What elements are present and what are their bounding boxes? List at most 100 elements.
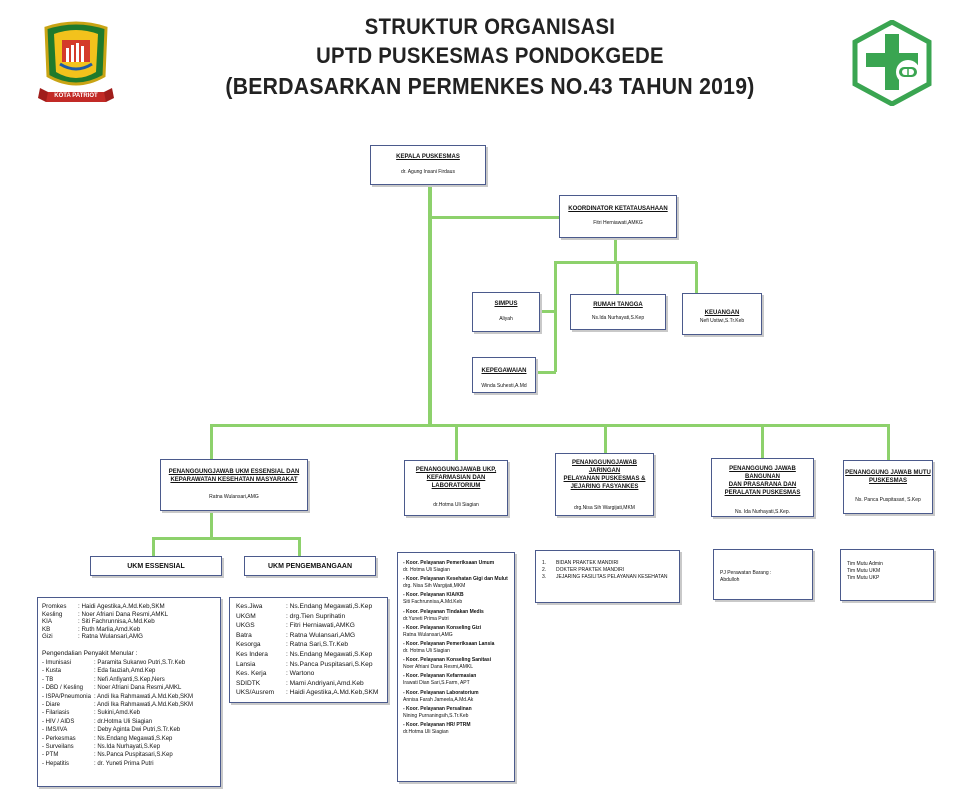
item-label: - Perkesmas — [42, 735, 76, 742]
list-item: - ISPA/Pneumonia: Andi Ika Rahmawati,A.M… — [42, 693, 216, 701]
box-name: Aliyah — [499, 316, 513, 322]
ukp-coordinator-title: - Koor. Pelayanan Laboratorium — [403, 689, 479, 696]
item-value: : dr.Hotma Uli Siagian — [94, 718, 153, 725]
item-value: : Ns.Endang Megawati,S.Kep — [286, 603, 373, 610]
p2m-title: Pengendalian Penyakit Menular : — [42, 649, 138, 657]
item-label: - Kusta — [42, 668, 62, 675]
item-number: 3. — [542, 574, 547, 580]
ukp-coordinator-title: - Koor. Pelayanan HR/ PTRM — [403, 721, 471, 728]
list-item: - Perkesmas: Ns.Endang Megawati,S.Kep — [42, 735, 216, 743]
item-value: : Mami Andriyani,Amd.Keb — [286, 679, 364, 687]
box-pj-ukm-essensial: PENANGGUNGJAWAB UKM ESSENSIAL DAN KEPARA… — [160, 459, 308, 511]
ukp-coordinator-name: Siti Fachrunnisa,A.Md.Keb — [403, 599, 463, 606]
item-value: : Ns.Panca Puspitasari,S.Kep — [94, 752, 173, 759]
list-item: UKS/Ausrem : Haidi Agestika,A.Md.Keb,SKM — [236, 688, 381, 698]
box-name: dr. Agung Insani Firdaus — [401, 169, 455, 175]
title-line-2: UPTD PUSKESMAS PONDOKGEDE — [316, 43, 664, 68]
list-item: Kes.Jiwa: Ns.Endang Megawati,S.Kep — [236, 602, 381, 612]
connector-line — [604, 424, 607, 454]
item-label: Batra — [236, 631, 252, 639]
list-item: - Kusta: Eda fauziah,Amd.Kep — [42, 667, 216, 675]
item-label: UKS/Ausrem — [236, 689, 275, 697]
item-label: Kes Indera — [236, 650, 268, 658]
connector-line — [887, 424, 890, 460]
list-item: Lansia: Ns.Panca Puspitasari,S.Kep — [236, 660, 381, 670]
item-label: - DBD / Kesling — [42, 685, 84, 692]
item-label: - HIV / AIDS — [42, 718, 75, 725]
item-text: BIDAN PRAKTEK MANDIRI — [556, 560, 619, 566]
item-value: : dr. Yuneti Prima Putri — [94, 760, 154, 767]
item-value: : drg.Tien Suprihatin — [286, 612, 346, 620]
connector-line — [455, 424, 458, 460]
connector-line — [540, 310, 556, 313]
item-label: - Imunisasi — [42, 659, 72, 666]
list-item: - Surveilans: Ns.Ida Nurhayati,S.Kep — [42, 743, 216, 751]
box-title-2: PUSKESMAS — [868, 478, 907, 484]
box-title-1: PENANGGUNGJAWAB UKP, — [415, 467, 497, 473]
list-item: Tim Mutu UKM — [847, 568, 881, 574]
ukp-coordinator-name: drg. Nisa Sih Wargijati,MKM — [403, 583, 466, 590]
item-label: KB — [42, 625, 51, 633]
list-item: Kes. Kerja: Wartono — [236, 669, 381, 679]
box-ukm-pengembangan-header: UKM PENGEMBANGAAN — [244, 556, 376, 576]
ukp-coordinator-title: - Koor. Pelayanan Tindakan Medis — [403, 608, 484, 615]
bangunan-line-2: Abdulloh — [720, 577, 740, 583]
list-item: - Diare: Andi Ika Rahmawati,A.Md.Keb,SKM — [42, 701, 216, 709]
list-item: 2.DOKTER PRAKTEK MANDIRI — [542, 567, 673, 574]
item-value: : Noer Afriani Dana Resmi,AMKL — [94, 685, 182, 692]
box-title-1: PENANGGUNGJAWAB JARINGAN — [571, 460, 637, 474]
connector-line — [152, 537, 300, 540]
list-item: Batra: Ratna Wulansari,AMG — [236, 631, 381, 641]
ukp-coordinator-title: - Koor. Pelayanan Konseling Gizi — [403, 624, 482, 631]
list-item: Gizi: Ratna Wulansari,AMG — [42, 633, 216, 641]
item-value: : Haidi Agestika,A.Md.Keb,SKM — [286, 689, 379, 697]
box-keuangan: KEUANGAN Nefi Ustiwi,S.Tr.Keb — [682, 293, 762, 335]
box-kepegawaian: KEPEGAWAIAN Winda Suhesti,A.Md — [472, 357, 536, 393]
box-name: Winda Suhesti,A.Md — [481, 383, 527, 389]
box-pj-ukp: PENANGGUNGJAWAB UKP, KEFARMASIAN DAN LAB… — [404, 460, 508, 516]
ukp-coordinator-title: - Koor. Pelayanan Pemeriksaan Lansia — [403, 640, 495, 647]
list-item: - HIV / AIDS : dr.Hotma Uli Siagian — [42, 718, 216, 726]
list-item: - DBD / Kesling : Noer Afriani Dana Resmi… — [42, 684, 216, 692]
box-title: SIMPUS — [494, 301, 518, 307]
item-value: : Andi Ika Rahmawati,A.Md.Keb,SKM — [94, 693, 194, 700]
list-item: KIA: Siti Fachrunnisa,A.Md.Keb — [42, 618, 216, 626]
box-name: Ns.Ida Nurhayati,S.Kep — [591, 315, 645, 321]
box-title-3: JEJARING FASYANKES — [570, 484, 639, 490]
list-item: UKGS: Fitri Herniawati,AMKG — [236, 621, 381, 631]
connector-line — [428, 216, 560, 219]
item-value: : Fitri Herniawati,AMKG — [286, 622, 355, 630]
item-value: : Ns.Endang Megawati,S.Kep — [286, 650, 373, 658]
item-label: - IMS/IVA — [42, 727, 68, 734]
connector-line — [536, 371, 556, 374]
item-label: - Surveilans — [42, 744, 74, 751]
item-text: DOKTER PRAKTEK MANDIRI — [556, 567, 625, 573]
item-text: JEJARING FASILITAS PELAYANAN KESEHATAN — [556, 574, 668, 580]
title-line-1: STRUKTUR ORGANISASI — [364, 14, 616, 39]
connector-line — [695, 262, 698, 294]
box-title-2: KEFARMASIAN DAN — [426, 475, 486, 481]
item-label: - Diare — [42, 702, 61, 708]
list-item: - IMS/IVA: Deby Aginta Dwi Putri,S.Tr.Ke… — [42, 726, 216, 734]
box-title-2: DAN PRASARANA DAN — [728, 482, 797, 488]
connector-line — [428, 184, 432, 426]
item-value: : Sukini,Amd.Keb — [94, 710, 141, 717]
item-value: : Wartono — [286, 670, 315, 678]
item-label: - Filariasis — [42, 710, 70, 717]
item-value: : Ratna Wulansari,AMG — [78, 633, 143, 641]
list-item: UKGM: drg.Tien Suprihatin — [236, 612, 381, 622]
item-value: : Noer Afriani Dana Resmi,AMKL — [78, 610, 169, 618]
box-title-1: PENANGGUNG JAWAB BANGUNAN — [729, 466, 796, 480]
list-item: - Hepatitis: dr. Yuneti Prima Putri — [42, 760, 216, 768]
box-title: KEUANGAN — [704, 310, 740, 316]
ukp-coordinator-name: dr. Hotma Uli Siagian — [403, 647, 450, 654]
connector-line — [298, 537, 301, 557]
list-item: - Filariasis : Sukini,Amd.Keb — [42, 709, 216, 717]
box-title-3: LABORATORIUM — [431, 483, 481, 489]
